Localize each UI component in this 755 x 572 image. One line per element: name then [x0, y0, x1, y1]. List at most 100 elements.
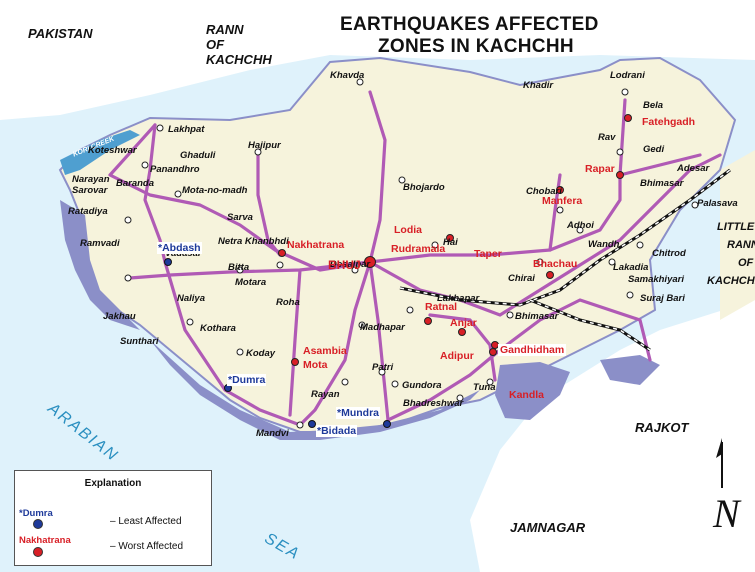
- worst-lodia: Lodia: [394, 224, 422, 236]
- place-roha: Roha: [276, 297, 300, 308]
- worst-dot: [546, 271, 554, 279]
- town-dot: [398, 176, 406, 184]
- place-panandhro: Panandhro: [150, 164, 200, 175]
- worst-nakhatrana: Nakhatrana: [287, 239, 345, 251]
- town-dot: [576, 226, 584, 234]
- town-dot: [141, 161, 149, 169]
- place-netra-khanbhdi: Netra Khanbhdi: [218, 236, 289, 247]
- railway-branch-dash: [529, 299, 651, 351]
- town-dot: [431, 241, 439, 249]
- worst-dot: [291, 358, 299, 366]
- bhuj-dot: [364, 256, 376, 268]
- region-rann-line-2: OF: [206, 37, 225, 52]
- town-dot: [616, 148, 624, 156]
- place-rayan: Rayan: [311, 389, 340, 400]
- region-little-rann-line-4: KACHCHH: [707, 275, 755, 287]
- creek-shade: [600, 355, 660, 385]
- worst-asambia-line-1: Asambia: [303, 345, 347, 357]
- town-dot: [406, 306, 414, 314]
- mainland-area: [470, 300, 755, 572]
- place-hajipur: Hajipur: [248, 140, 281, 151]
- least-mundra: *Mundra: [336, 407, 380, 419]
- worst-ratnal: Ratnal: [425, 301, 458, 313]
- rann-area: [0, 0, 755, 120]
- worst-dot: [446, 234, 454, 242]
- legend-least-dot: [33, 519, 43, 529]
- town-dot: [236, 348, 244, 356]
- worst-manfera: Manfera: [542, 195, 583, 207]
- town-dot: [296, 421, 304, 429]
- place-gedi: Gedi: [643, 144, 665, 155]
- place-gundora: Gundora: [402, 380, 442, 391]
- place-sarovar: Sarovar: [72, 185, 108, 196]
- place-patri: Patri: [372, 362, 394, 373]
- worst-dot: [489, 348, 497, 356]
- worst-rudramala: Rudramala: [391, 243, 446, 255]
- least-affected-markers: [164, 258, 391, 428]
- region-little-rann-line-3: OF: [738, 257, 754, 269]
- town-dot: [608, 258, 616, 266]
- town-dot: [506, 311, 514, 319]
- place-bitta: Bitta: [228, 262, 250, 273]
- region-pakistan: PAKISTAN: [28, 26, 93, 41]
- place-adhoi: Adhoi: [567, 220, 594, 231]
- town-dot: [236, 266, 244, 274]
- town-dot: [486, 378, 494, 386]
- place-mandvi: Mandvi: [256, 428, 289, 439]
- worst-bhachau: Bhachau: [533, 258, 578, 270]
- little-rann-area: [720, 150, 755, 320]
- place-koteshwar: Koteshwar: [88, 145, 137, 156]
- worst-asambia-line-2: Mota: [303, 359, 328, 371]
- worst-dot: [624, 114, 632, 122]
- region-rajkot: RAJKOT: [635, 420, 689, 435]
- place-koday: Koday: [246, 348, 276, 359]
- worst-gandhidham: Gandhidham: [498, 344, 567, 356]
- legend-worst-sample: Nakhatrana: [19, 535, 71, 546]
- worst-dot: [458, 328, 466, 336]
- worst-adipur: Adipur: [440, 350, 474, 362]
- place-bhadreshwar: Bhadreshwar: [403, 398, 464, 409]
- place-chitrod: Chitrod: [652, 248, 686, 259]
- place-lodrani: Lodrani: [610, 70, 645, 81]
- place-chirai: Chirai: [508, 273, 535, 284]
- town-dot: [174, 190, 182, 198]
- region-little-rann-line-2: RANN: [727, 239, 755, 251]
- least-dot: [164, 258, 172, 266]
- place-ramvadi: Ramvadi: [80, 238, 120, 249]
- place-ghaduli: Ghaduli: [180, 150, 216, 161]
- least-dumra: *Dumra: [227, 374, 267, 386]
- kandla-creek-shade: [495, 362, 570, 420]
- town-dot: [636, 241, 644, 249]
- place-palasava: Palasava: [697, 198, 738, 209]
- town-dot: [254, 148, 262, 156]
- town-dot: [556, 206, 564, 214]
- place-madhapar: Madhapar: [360, 322, 405, 333]
- town-dot: [124, 216, 132, 224]
- place-motara: Motara: [235, 277, 267, 288]
- place-khadir: Khadir: [523, 80, 554, 91]
- place-adesar: Adesar: [677, 163, 710, 174]
- town-dot: [341, 378, 349, 386]
- region-rann-line-1: RANN: [206, 22, 244, 37]
- place-suraj-bari: Suraj Bari: [640, 293, 685, 304]
- place-wandh: Wandh: [588, 239, 620, 250]
- least-bidada: *Bidada: [316, 425, 358, 437]
- legend-box: Explanation *Dumra – Least Affected Nakh…: [14, 470, 212, 566]
- worst-rapar: Rapar: [585, 163, 615, 175]
- worst-kandla: Kandla: [509, 389, 545, 401]
- worst-fatehgadh: Fatehgadh: [642, 116, 696, 128]
- region-jamnagar: JAMNAGAR: [510, 520, 586, 535]
- town-markers: [124, 78, 699, 429]
- west-coast-shade: [60, 200, 140, 330]
- south-coast-shade: [150, 340, 480, 440]
- town-dot: [124, 274, 132, 282]
- place-khavda: Khavda: [330, 70, 365, 81]
- least-abdash: *Abdash: [157, 242, 202, 254]
- place-lakadia: Lakadia: [613, 262, 649, 273]
- region-rann-line-3: KACHCHH: [206, 52, 272, 67]
- place-bhimasar-north: Bhimasar: [640, 178, 684, 189]
- place-rav: Rav: [598, 132, 616, 143]
- legend-worst-text: – Worst Affected: [110, 541, 184, 552]
- town-dot: [358, 321, 366, 329]
